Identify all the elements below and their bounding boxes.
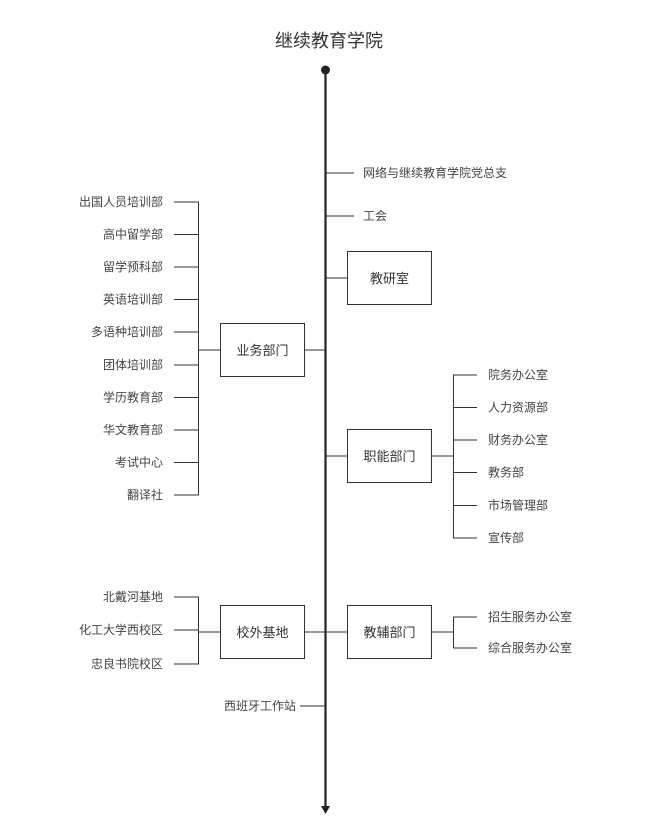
research-box[interactable] — [347, 251, 432, 305]
auxiliary-dept-box[interactable] — [347, 605, 432, 659]
functional-dept-label: 职能部门 — [363, 450, 415, 465]
business-dept-box[interactable] — [220, 323, 305, 377]
child-unit-label: 人力资源部 — [488, 400, 548, 415]
child-unit-label: 综合服务办公室 — [488, 640, 572, 655]
child-unit-label: 财务办公室 — [488, 432, 548, 447]
party-branch-label: 网络与继续教育学院党总支 — [363, 165, 507, 180]
child-unit-label: 化工大学西校区 — [79, 622, 163, 637]
business-dept-label: 业务部门 — [236, 343, 288, 359]
child-unit-label: 忠良书院校区 — [91, 656, 163, 671]
bases-label: 校外基地 — [236, 625, 288, 641]
spain-station-label: 西班牙工作站 — [224, 699, 296, 713]
functional-dept-box[interactable] — [347, 429, 432, 483]
auxiliary-dept-label: 教辅部门 — [363, 625, 415, 641]
child-unit-label: 团体培训部 — [103, 357, 163, 372]
child-unit-label: 留学预科部 — [103, 259, 163, 274]
child-unit-label: 学历教育部 — [103, 390, 163, 405]
child-unit-label: 翻译社 — [127, 487, 163, 502]
child-unit-label: 华文教育部 — [103, 422, 163, 437]
child-unit-label: 高中留学部 — [103, 227, 163, 242]
union-label: 工会 — [363, 209, 387, 223]
child-unit-label: 出国人员培训部 — [79, 194, 163, 209]
child-unit-label: 院务办公室 — [488, 367, 548, 382]
child-unit-label: 多语种培训部 — [91, 324, 163, 339]
child-unit-label: 北戴河基地 — [103, 589, 163, 604]
research-label: 教研室 — [370, 271, 409, 287]
chart-title: 继续教育学院 — [275, 31, 383, 52]
trunk-arrow-icon — [321, 806, 330, 814]
child-unit-label: 英语培训部 — [103, 292, 163, 307]
child-unit-label: 考试中心 — [115, 455, 163, 470]
child-unit-label: 市场管理部 — [488, 498, 548, 513]
child-unit-label: 教务部 — [488, 465, 524, 480]
child-unit-label: 招生服务办公室 — [488, 609, 572, 624]
child-unit-label: 宣传部 — [488, 530, 524, 545]
